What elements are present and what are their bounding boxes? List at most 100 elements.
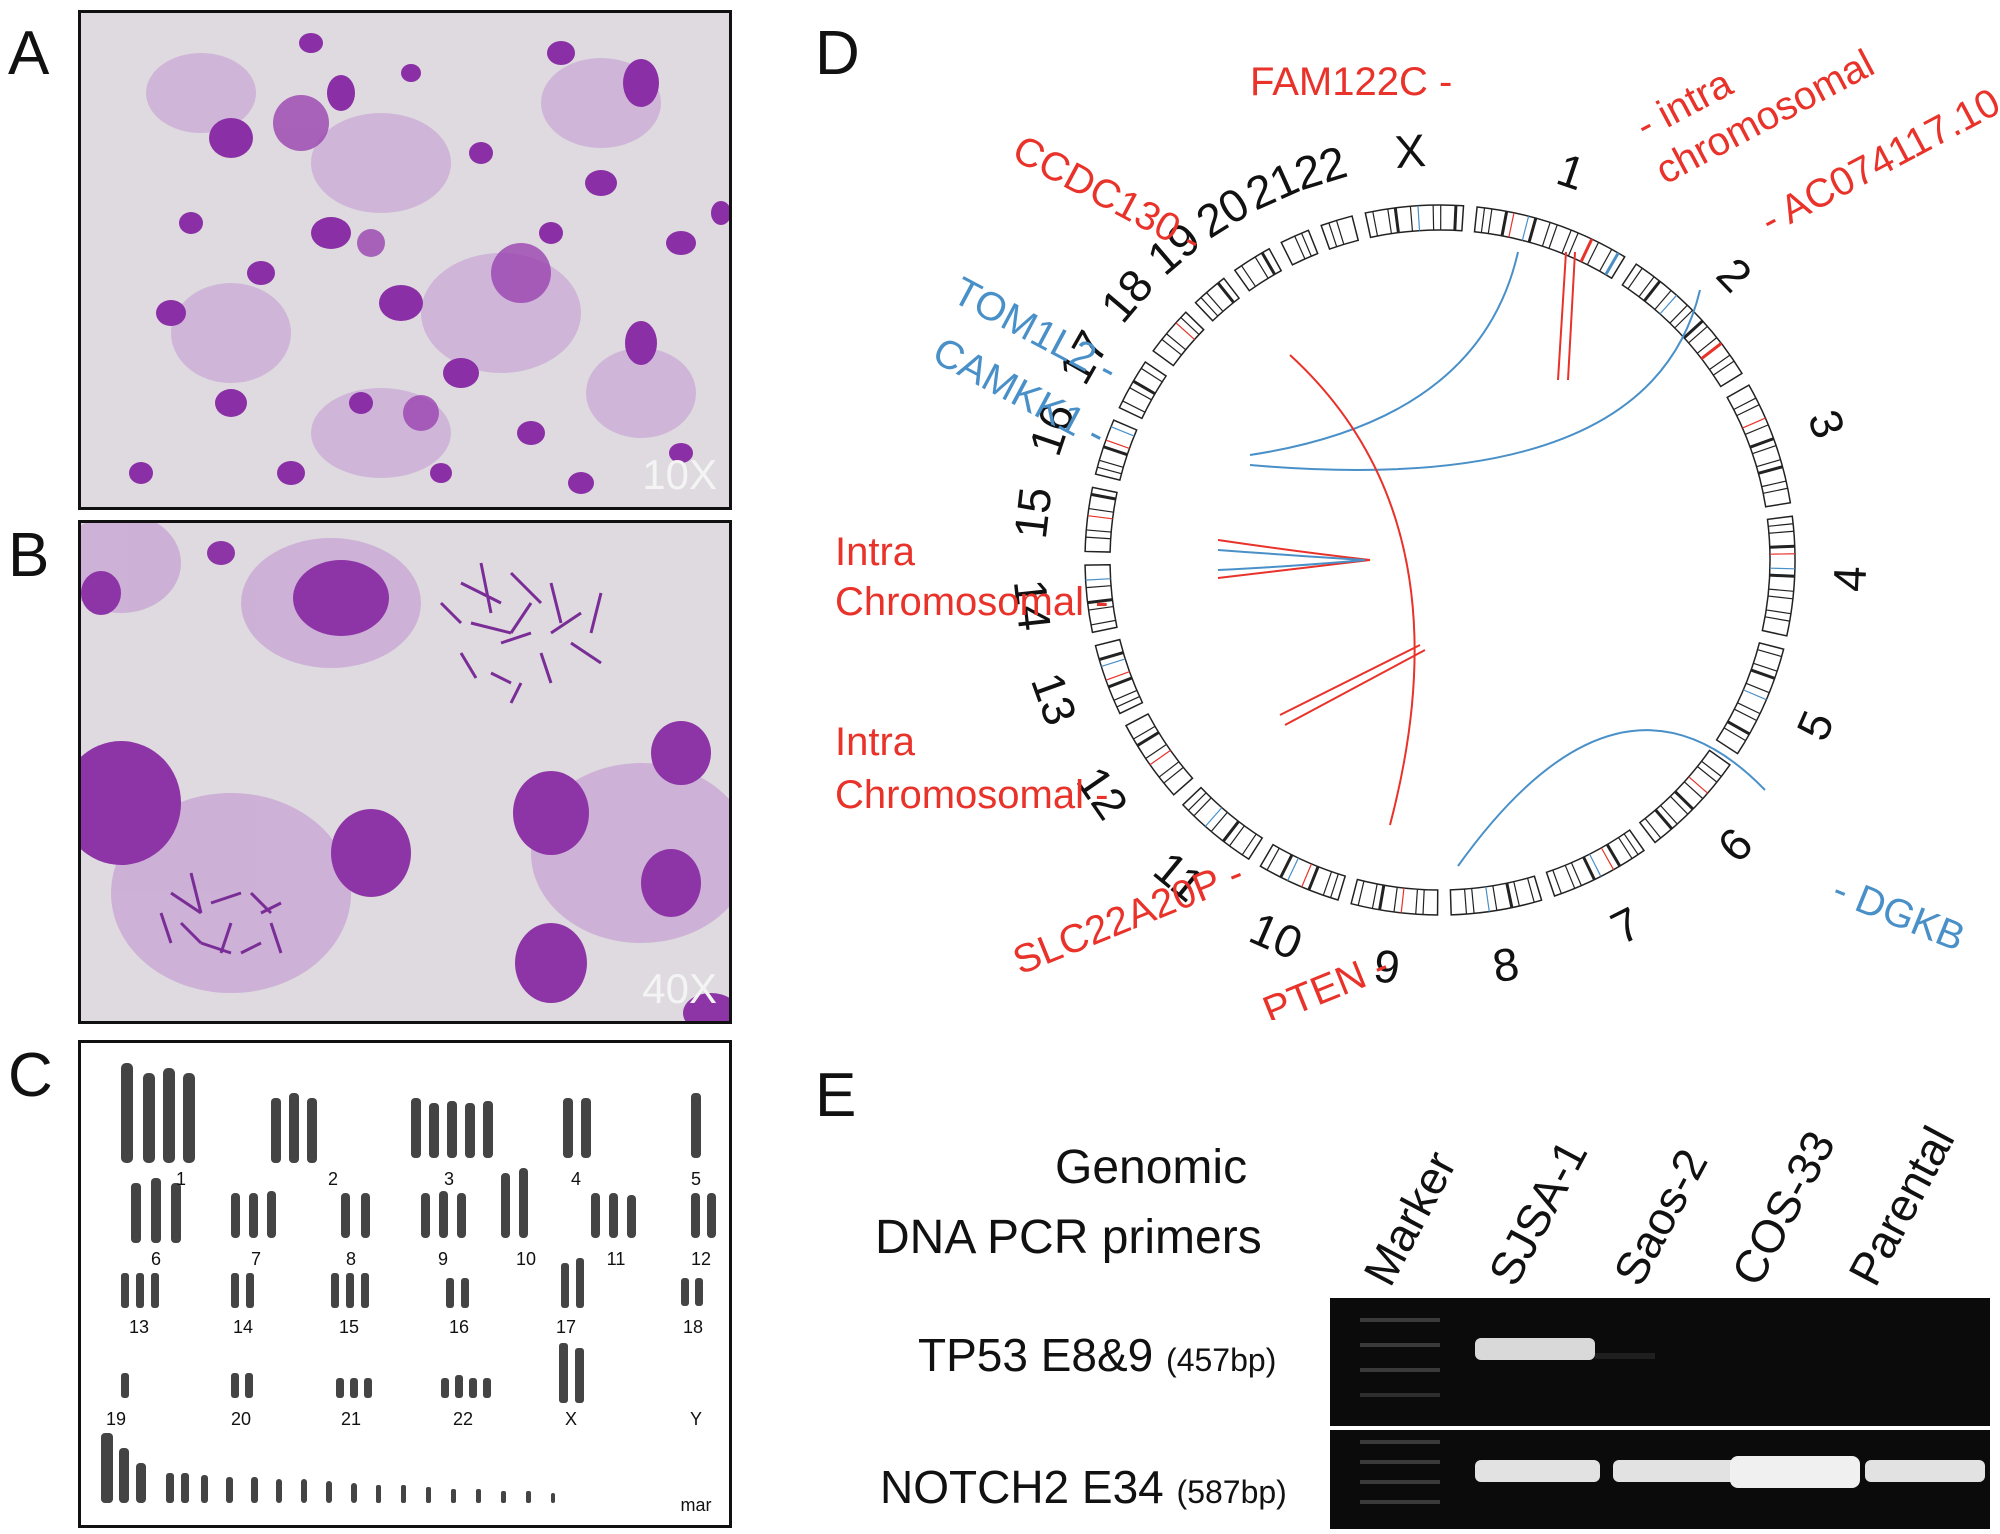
gel-header-line2: DNA PCR primers — [875, 1210, 1262, 1265]
link-intra-chr1b — [1568, 252, 1575, 380]
karyotype-label-8: 8 — [346, 1249, 356, 1269]
label-intra13-line2: Chromosomal - — [835, 773, 1108, 817]
karyotype-label-5: 5 — [691, 1169, 701, 1189]
metaphase-image — [81, 523, 732, 1024]
label-ccdc130: CCDC130 - — [1006, 127, 1209, 263]
chromosome-segment-8 — [1450, 876, 1541, 915]
link-intra-15b — [1218, 550, 1365, 570]
chromosome-segment-3 — [1727, 385, 1790, 507]
chromosome-segment-20 — [1235, 249, 1281, 291]
karyotype-label-22: 22 — [453, 1409, 473, 1429]
magnification-label: 40X — [642, 965, 717, 1013]
chromosome-segment-X — [1365, 205, 1463, 237]
gel-header-line1: Genomic — [1055, 1140, 1247, 1195]
karyotype-label-18: 18 — [683, 1317, 703, 1337]
link-intra-13b — [1285, 650, 1425, 725]
chromosome-segment-12 — [1126, 714, 1192, 795]
gel-row-name: TP53 E8&9 — [918, 1329, 1153, 1381]
lane-saos2: Saos-2 — [1602, 1140, 1718, 1294]
chromosome-label-18: 18 — [1090, 259, 1163, 332]
karyotype-label-x: X — [565, 1409, 577, 1429]
karyotype-label-13: 13 — [129, 1317, 149, 1337]
link-19-11 — [1290, 355, 1415, 825]
lane-parental: Parental — [1837, 1117, 1965, 1294]
karyotype-chromosomes: 1 2 3 4 5 6 7 8 9 10 11 12 13 14 15 16 1… — [81, 1043, 732, 1528]
cell-nuclei-image — [81, 13, 732, 510]
chromosome-label-4: 4 — [1823, 565, 1876, 593]
chromosome-segment-18 — [1153, 312, 1204, 365]
chromosome-segment-13 — [1095, 640, 1142, 714]
karyotype-label-20: 20 — [231, 1409, 251, 1429]
chromosome-label-10: 10 — [1242, 902, 1310, 970]
karyotype-label-1: 1 — [176, 1169, 186, 1189]
micrograph-40x: 40X — [78, 520, 732, 1024]
label-intra15-line1: Intra — [835, 530, 916, 574]
chromosome-band — [1770, 546, 1795, 547]
karyotype-label-12: 12 — [691, 1249, 711, 1269]
gel-row-name: NOTCH2 E34 — [880, 1461, 1164, 1513]
karyotype-label-y: Y — [690, 1409, 702, 1429]
gel-row-notch2: NOTCH2 E34 (587bp) — [880, 1460, 1287, 1514]
chromosome-label-6: 6 — [1707, 817, 1762, 872]
lane-cos33: COS-33 — [1720, 1122, 1846, 1294]
fusion-links — [1218, 252, 1765, 866]
karyotype-label-14: 14 — [233, 1317, 253, 1337]
chromosome-label-X: X — [1393, 124, 1427, 178]
karyotype-label-6: 6 — [151, 1249, 161, 1269]
chromosome-label-15: 15 — [1004, 485, 1062, 542]
chromosome-ring — [1085, 205, 1795, 915]
panel-letter-a: A — [8, 18, 49, 89]
label-fam122c: FAM122C - — [1250, 60, 1452, 104]
chromosome-segment-7 — [1546, 830, 1644, 896]
karyotype-label-mar: mar — [681, 1495, 712, 1515]
karyotype-label-17: 17 — [556, 1317, 576, 1337]
lane-sjsa1: SJSA-1 — [1477, 1131, 1598, 1294]
karyotype-label-7: 7 — [251, 1249, 261, 1269]
lane-marker: Marker — [1352, 1142, 1467, 1294]
link-x-17 — [1250, 252, 1518, 455]
karyotype-label-16: 16 — [449, 1317, 469, 1337]
gel-row-size: (587bp) — [1177, 1474, 1287, 1510]
label-intra15-line2: Chromosomal - — [835, 580, 1108, 624]
chromosome-label-13: 13 — [1021, 666, 1087, 732]
gel-row-tp53: TP53 E8&9 (457bp) — [918, 1328, 1276, 1382]
karyotype-label-15: 15 — [339, 1317, 359, 1337]
panel-letter-e: E — [815, 1060, 856, 1131]
chromosome-label-7: 7 — [1603, 896, 1649, 954]
chromosome-segment-11 — [1183, 788, 1262, 859]
chromosome-label-8: 8 — [1489, 937, 1523, 992]
chromosome-band — [1455, 205, 1456, 230]
label-slc22a20p: SLC22A20P - — [1007, 851, 1250, 983]
link-intra-13a — [1280, 645, 1420, 715]
karyotype-label-10: 10 — [516, 1249, 536, 1269]
chromosome-label-1: 1 — [1551, 143, 1592, 200]
micrograph-10x: 10X — [78, 10, 732, 510]
gel-row-size: (457bp) — [1166, 1342, 1276, 1378]
link-2-17 — [1250, 290, 1700, 470]
karyotype-label-3: 3 — [444, 1169, 454, 1189]
label-dgkb: - DGKB — [1827, 868, 1971, 960]
karyotype-label-4: 4 — [571, 1169, 581, 1189]
chromosome-segment-5 — [1717, 643, 1784, 754]
karyotype-label-2: 2 — [328, 1169, 338, 1189]
chromosome-band — [1770, 575, 1795, 576]
karyotype-label-11: 11 — [607, 1249, 626, 1269]
chromosome-label-2: 2 — [1707, 247, 1762, 302]
karyotype-panel: 1 2 3 4 5 6 7 8 9 10 11 12 13 14 15 16 1… — [78, 1040, 732, 1528]
label-intra13-line1: Intra — [835, 720, 916, 764]
panel-letter-b: B — [8, 520, 49, 591]
karyotype-label-21: 21 — [341, 1409, 361, 1429]
gel-image-notch2 — [1330, 1430, 1990, 1529]
chromosome-label-3: 3 — [1798, 403, 1856, 444]
chromosome-segment-17 — [1119, 362, 1166, 418]
chromosome-band — [1770, 568, 1795, 569]
karyotype-label-19: 19 — [106, 1409, 126, 1429]
gel-image-tp53 — [1330, 1298, 1990, 1426]
karyotype-label-9: 9 — [438, 1249, 448, 1269]
panel-letter-c: C — [8, 1040, 53, 1111]
chromosome-label-5: 5 — [1786, 703, 1844, 747]
link-intra-chr1 — [1558, 252, 1566, 380]
magnification-label: 10X — [642, 451, 717, 499]
